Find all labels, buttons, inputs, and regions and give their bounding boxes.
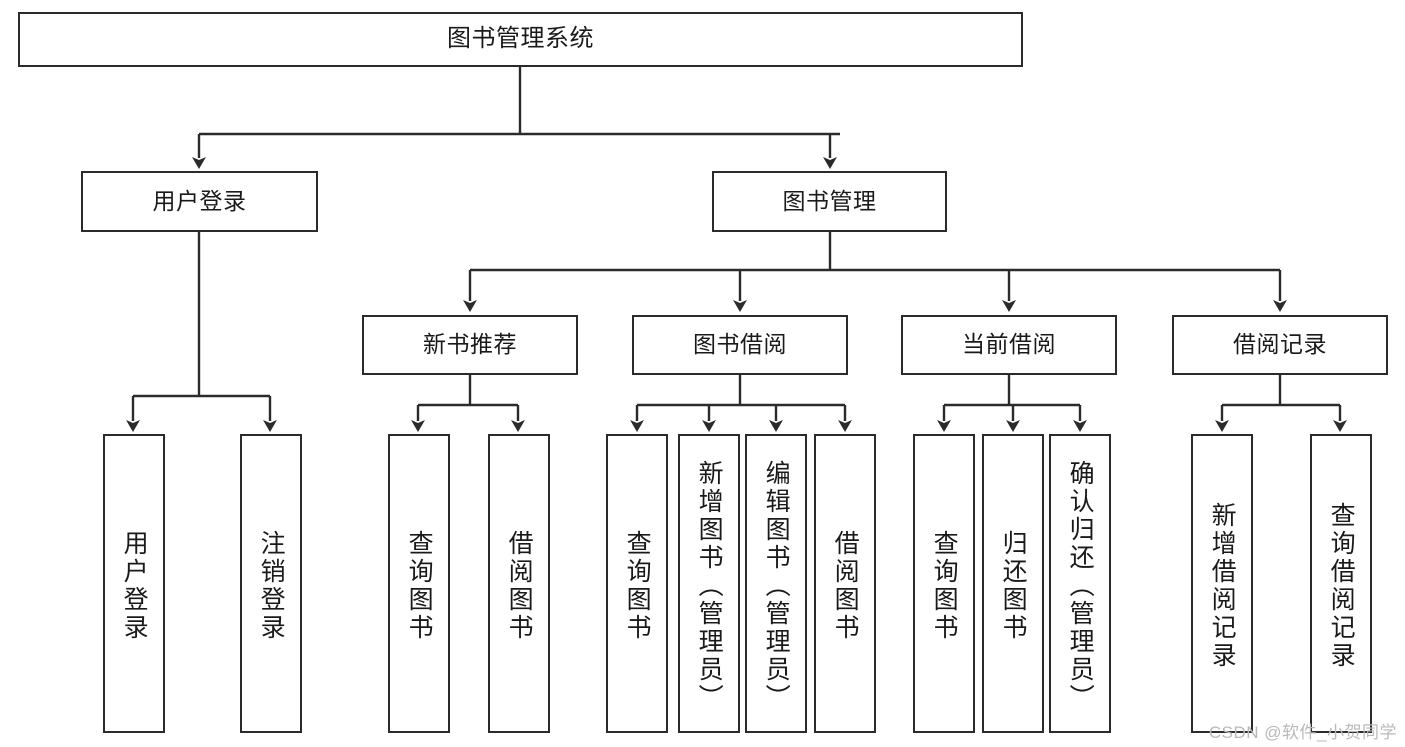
node-book-borrowing[interactable]: 图书借阅 <box>632 315 848 375</box>
leaf-borrow-record-add[interactable]: 新增借阅记录 <box>1191 434 1253 733</box>
leaf-current-borrow-return[interactable]: 归还图书 <box>982 434 1044 733</box>
node-label: 用户登录 <box>152 187 247 214</box>
node-label: 借阅记录 <box>1233 331 1327 358</box>
node-label: 用户登录 <box>120 529 149 642</box>
leaf-current-borrow-query[interactable]: 查询图书 <box>913 434 975 733</box>
leaf-book-borrow-add-admin[interactable]: 新增图书（管理员） <box>678 434 740 733</box>
node-current-borrowing[interactable]: 当前借阅 <box>901 315 1117 375</box>
leaf-user-login-login[interactable]: 用户登录 <box>103 434 165 733</box>
node-label: 查询图书 <box>405 529 434 642</box>
node-user-login[interactable]: 用户登录 <box>81 171 318 232</box>
node-label: 归还图书 <box>999 529 1028 642</box>
node-label: 图书借阅 <box>693 331 787 358</box>
node-label: 借阅图书 <box>831 529 860 642</box>
node-new-book-recommendation[interactable]: 新书推荐 <box>362 315 578 375</box>
node-label: 新增图书（管理员） <box>695 459 724 712</box>
node-label: 新增借阅记录 <box>1208 501 1237 670</box>
leaf-current-borrow-confirm-admin[interactable]: 确认归还（管理员） <box>1049 434 1111 733</box>
node-label: 借阅图书 <box>505 529 534 642</box>
node-label: 注销登录 <box>257 529 286 642</box>
node-label: 确认归还（管理员） <box>1066 459 1095 712</box>
watermark: CSDN @软件_小贺同学 <box>1208 723 1397 742</box>
leaf-user-login-logout[interactable]: 注销登录 <box>240 434 302 733</box>
node-label: 图书管理系统 <box>447 25 594 53</box>
node-label: 查询图书 <box>623 529 652 642</box>
node-label: 新书推荐 <box>423 331 517 358</box>
leaf-new-book-query[interactable]: 查询图书 <box>388 434 450 733</box>
node-book-management[interactable]: 图书管理 <box>712 171 947 232</box>
node-label: 当前借阅 <box>962 331 1056 358</box>
node-label: 查询借阅记录 <box>1327 501 1356 670</box>
leaf-book-borrow-edit-admin[interactable]: 编辑图书（管理员） <box>745 434 807 733</box>
node-label: 图书管理 <box>782 187 877 214</box>
node-label: 查询图书 <box>930 529 959 642</box>
leaf-book-borrow-borrow[interactable]: 借阅图书 <box>814 434 876 733</box>
leaf-book-borrow-query[interactable]: 查询图书 <box>606 434 668 733</box>
leaf-borrow-record-query[interactable]: 查询借阅记录 <box>1310 434 1372 733</box>
node-root-book-management-system[interactable]: 图书管理系统 <box>18 12 1023 67</box>
node-borrow-records[interactable]: 借阅记录 <box>1172 315 1388 375</box>
node-label: 编辑图书（管理员） <box>762 459 791 712</box>
leaf-new-book-borrow[interactable]: 借阅图书 <box>488 434 550 733</box>
